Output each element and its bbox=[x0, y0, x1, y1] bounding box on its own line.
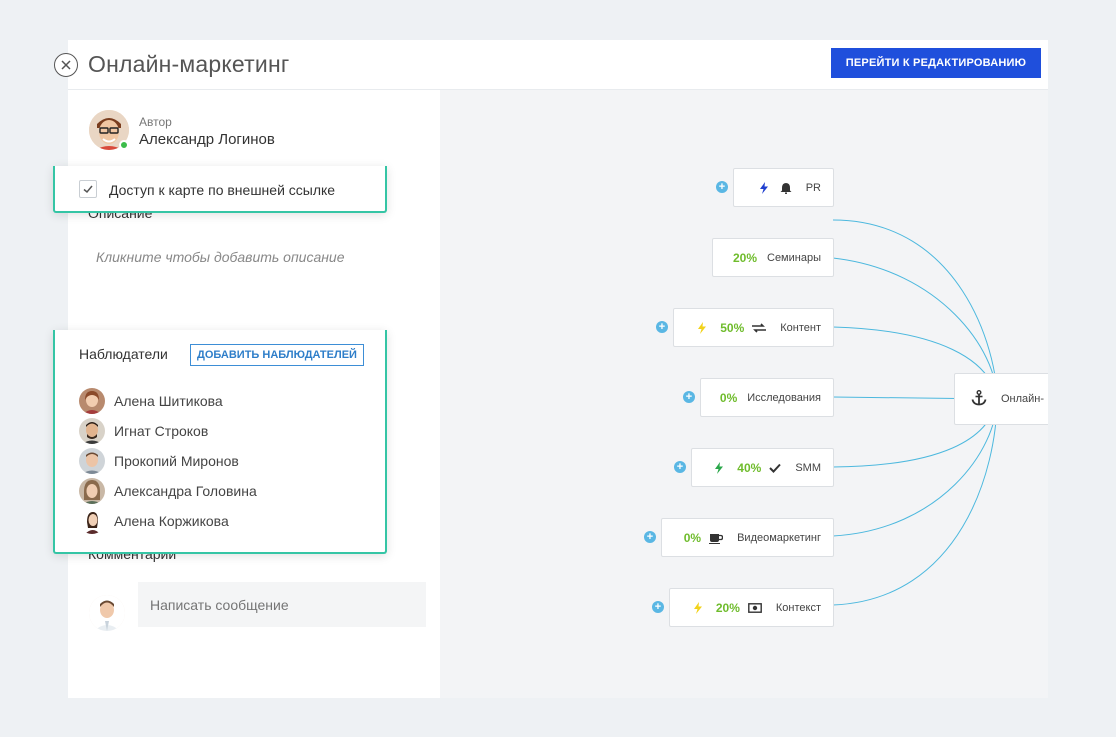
node-percent: 20% bbox=[715, 600, 740, 615]
mindmap-root-node[interactable]: Онлайн- bbox=[954, 373, 1048, 425]
node-percent: 0% bbox=[683, 530, 702, 545]
node-label: Видеомаркетинг bbox=[737, 531, 821, 544]
observer-item[interactable]: Игнат Строков bbox=[79, 418, 359, 444]
observer-item[interactable]: Прокопий Миронов bbox=[79, 448, 359, 474]
lightning-icon bbox=[693, 601, 702, 614]
node-label: SMM bbox=[795, 461, 821, 474]
root-node-label: Онлайн- bbox=[1001, 393, 1045, 405]
node-percent: 0% bbox=[719, 390, 738, 405]
current-user-avatar bbox=[89, 595, 125, 631]
bell-icon bbox=[780, 182, 792, 194]
external-access-label: Доступ к карте по внешней ссылке bbox=[109, 182, 336, 198]
close-button[interactable] bbox=[54, 53, 78, 77]
comment-input[interactable] bbox=[138, 582, 426, 627]
add-child-button[interactable]: + bbox=[656, 321, 668, 333]
observer-name: Игнат Строков bbox=[114, 423, 209, 439]
observer-name: Алена Коржикова bbox=[114, 513, 229, 529]
coffee-icon bbox=[709, 532, 724, 544]
mindmap-link bbox=[832, 398, 998, 606]
mindmap-node-context[interactable]: 20% Контекст bbox=[669, 588, 834, 627]
observer-name: Александра Головина bbox=[114, 483, 257, 499]
exchange-icon bbox=[752, 322, 767, 333]
anchor-icon bbox=[971, 389, 987, 409]
mindmap-node-video-marketing[interactable]: 0% Видеомаркетинг bbox=[661, 518, 834, 557]
top-bar: Онлайн-маркетинг ПЕРЕЙТИ К РЕДАКТИРОВАНИ… bbox=[54, 40, 1048, 90]
lightning-icon bbox=[698, 321, 707, 334]
add-child-button[interactable]: + bbox=[652, 601, 664, 613]
observer-avatar bbox=[79, 388, 105, 414]
observer-avatar bbox=[79, 448, 105, 474]
author-avatar bbox=[89, 110, 129, 150]
observer-avatar bbox=[79, 508, 105, 534]
page-title: Онлайн-маркетинг bbox=[88, 51, 290, 77]
observer-item[interactable]: Алена Коржикова bbox=[79, 508, 359, 534]
node-label: Исследования bbox=[747, 391, 821, 404]
details-sidebar: Автор Александр Логинов Описание Кликнит… bbox=[53, 90, 440, 698]
mindmap-node-smm[interactable]: 40% SMM bbox=[691, 448, 834, 487]
author-name: Александр Логинов bbox=[139, 131, 275, 148]
add-child-button[interactable]: + bbox=[716, 181, 728, 193]
node-label: Семинары bbox=[767, 251, 821, 264]
add-child-button[interactable]: + bbox=[683, 391, 695, 403]
mindmap-node-content[interactable]: 50% Контент bbox=[673, 308, 834, 347]
check-icon bbox=[769, 463, 782, 473]
mindmap-canvas[interactable]: + PR 20% Семинары + 50% Контент + 0% Исс… bbox=[440, 90, 1048, 698]
observer-avatar bbox=[79, 418, 105, 444]
mindmap-node-seminars[interactable]: 20% Семинары bbox=[712, 238, 834, 277]
description-placeholder[interactable]: Кликните чтобы добавить описание bbox=[96, 249, 345, 265]
go-to-edit-button[interactable]: ПЕРЕЙТИ К РЕДАКТИРОВАНИЮ bbox=[831, 48, 1041, 78]
observer-item[interactable]: Алена Шитикова bbox=[79, 388, 359, 414]
add-child-button[interactable]: + bbox=[674, 461, 686, 473]
lightning-icon bbox=[715, 461, 724, 474]
observers-popup: Наблюдатели ДОБАВИТЬ НАБЛЮДАТЕЛЕЙ Алена … bbox=[53, 330, 387, 554]
add-observers-button[interactable]: ДОБАВИТЬ НАБЛЮДАТЕЛЕЙ bbox=[190, 344, 364, 366]
mindmap-node-pr[interactable]: PR bbox=[733, 168, 834, 207]
observer-avatar bbox=[79, 478, 105, 504]
node-percent: 40% bbox=[737, 460, 762, 475]
observer-name: Алена Шитикова bbox=[114, 393, 223, 409]
observer-name: Прокопий Миронов bbox=[114, 453, 239, 469]
money-icon bbox=[747, 602, 762, 613]
lightning-icon bbox=[759, 181, 768, 194]
node-percent: 50% bbox=[720, 320, 745, 335]
add-child-button[interactable]: + bbox=[644, 531, 656, 543]
external-access-checkbox[interactable] bbox=[79, 180, 97, 198]
close-icon bbox=[61, 60, 71, 70]
observer-item[interactable]: Александра Головина bbox=[79, 478, 359, 504]
node-label: Контент bbox=[780, 321, 821, 334]
author-caption: Автор bbox=[139, 115, 172, 129]
node-percent: 20% bbox=[732, 250, 757, 265]
mindmap-node-research[interactable]: 0% Исследования bbox=[700, 378, 834, 417]
map-details-window: Онлайн-маркетинг ПЕРЕЙТИ К РЕДАКТИРОВАНИ… bbox=[53, 40, 1048, 698]
observers-title: Наблюдатели bbox=[79, 346, 168, 362]
online-status-indicator bbox=[119, 140, 129, 150]
node-label: PR bbox=[805, 181, 821, 194]
checkmark-icon bbox=[83, 185, 93, 194]
external-access-popup: Доступ к карте по внешней ссылке bbox=[53, 166, 387, 213]
node-label: Контекст bbox=[775, 601, 821, 614]
